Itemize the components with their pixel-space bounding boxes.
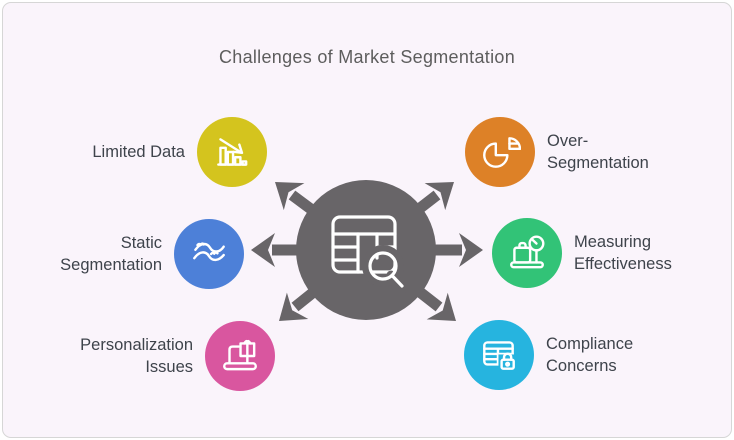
item-measuring-effectiveness: Measuring Effectiveness bbox=[492, 218, 690, 288]
item-label: Static Segmentation bbox=[60, 234, 162, 274]
declining-bar-chart-icon bbox=[197, 117, 267, 187]
exploded-pie-chart-icon bbox=[465, 117, 535, 187]
weighing-scale-icon bbox=[492, 218, 562, 288]
page-title: Challenges of Market Segmentation bbox=[218, 47, 516, 67]
item-limited-data: Limited Data bbox=[92, 117, 267, 187]
item-label: Over-Segmentation bbox=[547, 132, 649, 172]
winding-river-icon bbox=[174, 219, 244, 289]
table-padlock-icon bbox=[464, 320, 534, 390]
item-over-segmentation: Over-Segmentation bbox=[465, 117, 663, 187]
item-label: Personalization Issues bbox=[80, 336, 193, 376]
laptop-gift-icon bbox=[205, 321, 275, 391]
item-label: Limited Data bbox=[92, 143, 185, 161]
item-compliance-concerns: Compliance Concerns bbox=[464, 320, 662, 390]
item-personalization-issues: Personalization Issues bbox=[69, 321, 275, 391]
item-label: Measuring Effectiveness bbox=[574, 233, 672, 273]
item-static-segmentation: Static Segmentation bbox=[46, 219, 244, 289]
item-label: Compliance Concerns bbox=[546, 335, 634, 375]
